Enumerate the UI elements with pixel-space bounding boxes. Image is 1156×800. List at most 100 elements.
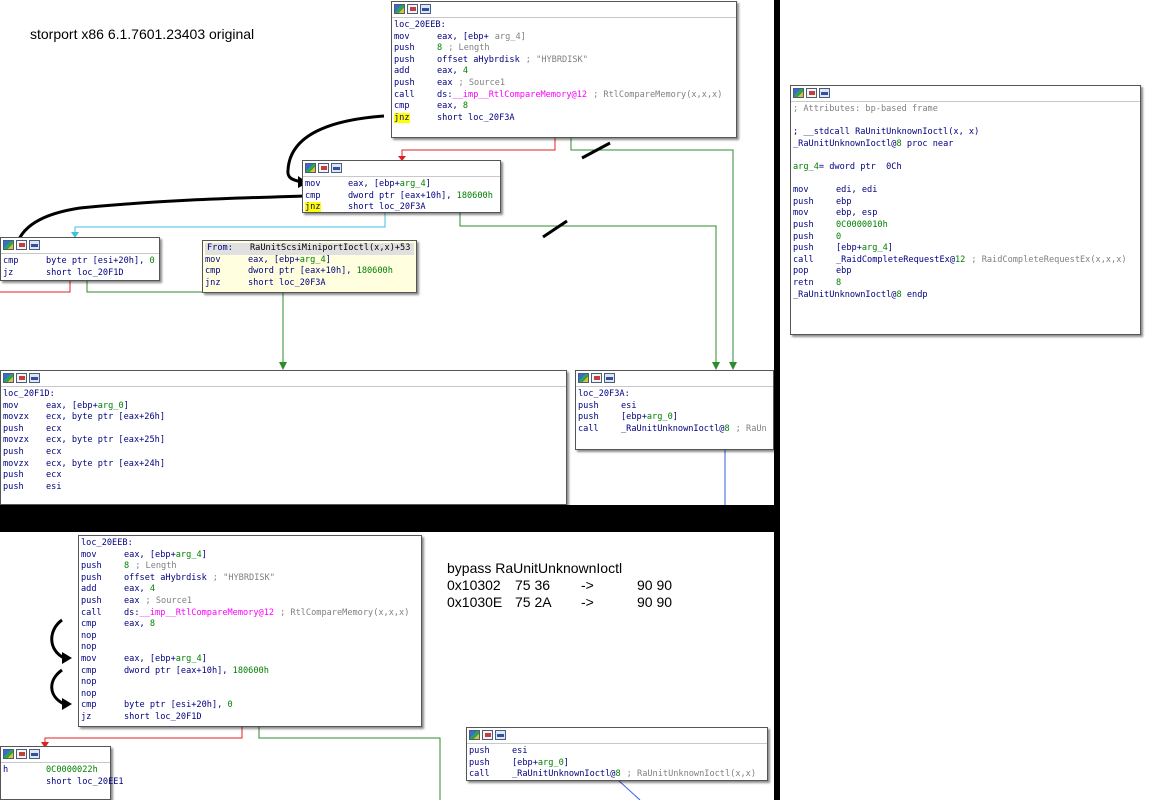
asm-line[interactable]: nop [81, 677, 97, 688]
graph-view-icon[interactable] [578, 373, 589, 383]
asm-line[interactable]: nop [81, 688, 97, 699]
asm-line[interactable]: push[ebp+arg_0] [578, 412, 678, 423]
graph-view-icon[interactable] [305, 163, 316, 173]
graph-view-icon[interactable] [793, 88, 804, 98]
asm-line[interactable]: loc_20EEB: [394, 20, 446, 30]
asm-line[interactable]: arg_4= dword ptr 0Ch [793, 161, 902, 172]
flow-chart-icon[interactable] [29, 749, 40, 759]
flow-chart-icon[interactable] [420, 4, 431, 14]
edit-color-icon[interactable] [16, 373, 27, 383]
node-title-bar[interactable] [1, 747, 110, 763]
asm-line[interactable]: call_RaidCompleteRequestEx@12; RaidCompl… [793, 254, 1127, 265]
edit-color-icon[interactable] [16, 749, 27, 759]
flow-chart-icon[interactable] [29, 373, 40, 383]
graph-view-icon[interactable] [394, 4, 405, 14]
node-title-bar[interactable] [303, 161, 500, 177]
asm-line[interactable]: loc_20F1D: [3, 389, 55, 399]
asm-line[interactable]: call_RaUnitUnknownIoctl@8; RaUnitUnknown… [469, 769, 757, 780]
graph-view-icon[interactable] [3, 749, 14, 759]
edit-color-icon[interactable] [482, 730, 493, 740]
xref-from[interactable]: From:RaUnitScsiMiniportIoctl(x,x)+53 [205, 243, 414, 255]
edit-color-icon[interactable] [16, 240, 27, 250]
asm-line[interactable]: push[ebp+arg_4] [793, 243, 893, 254]
asm-line[interactable]: ; Attributes: bp-based frame [793, 104, 938, 114]
edit-color-icon[interactable] [806, 88, 817, 98]
graph-view-icon[interactable] [3, 373, 14, 383]
asm-line[interactable]: _RaUnitUnknownIoctl@8 endp [793, 289, 928, 300]
node-title-bar[interactable] [467, 728, 767, 744]
node-title-bar[interactable] [791, 86, 1140, 102]
flow-chart-icon[interactable] [495, 730, 506, 740]
node-title-bar[interactable] [576, 371, 773, 387]
node-title-bar[interactable] [1, 371, 566, 387]
asm-line[interactable]: push[ebp+arg_0] [469, 757, 569, 768]
edit-color-icon[interactable] [318, 163, 329, 173]
edit-color-icon[interactable] [407, 4, 418, 14]
asm-line[interactable]: nop [81, 630, 97, 641]
node-title-bar[interactable] [1, 238, 159, 254]
flow-chart-icon[interactable] [331, 163, 342, 173]
edit-color-icon[interactable] [591, 373, 602, 383]
asm-line[interactable]: loc_20EEB: [81, 538, 133, 548]
graph-view-icon[interactable] [469, 730, 480, 740]
node-ra-unit-unknown-ioctl[interactable]: ; Attributes: bp-based frame ; __stdcall … [790, 85, 1141, 335]
asm-line[interactable] [793, 150, 1138, 162]
asm-line[interactable] [793, 116, 1138, 128]
graph-view-icon[interactable] [3, 240, 14, 250]
flow-chart-icon[interactable] [29, 240, 40, 250]
asm-line[interactable]: nop [81, 642, 97, 653]
asm-line[interactable]: ; __stdcall RaUnitUnknownIoctl(x, x) [793, 127, 980, 138]
asm-line[interactable]: loc_20F3A: [578, 389, 630, 399]
asm-line[interactable]: _RaUnitUnknownIoctl@8 proc near [793, 138, 954, 149]
node-title-bar[interactable] [392, 2, 736, 18]
